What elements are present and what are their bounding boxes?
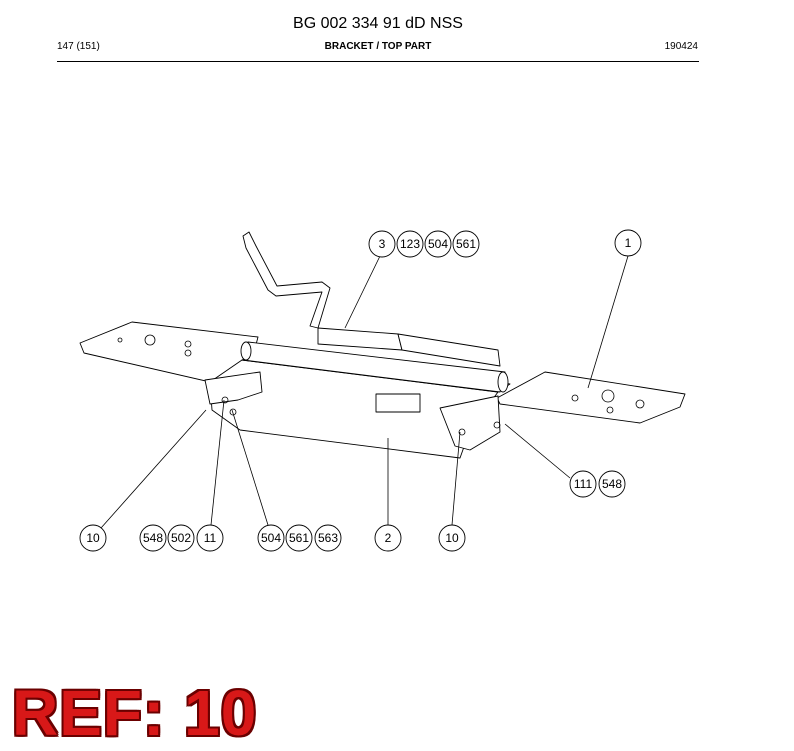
right-bracket xyxy=(439,395,501,451)
crank-handle xyxy=(242,231,331,329)
callout-2 xyxy=(374,524,402,552)
left-bracket xyxy=(204,371,263,405)
hole xyxy=(117,337,123,343)
callout-1 xyxy=(614,229,642,257)
hole xyxy=(601,389,615,403)
date-code: 190424 xyxy=(664,41,698,52)
leader-11 xyxy=(210,399,225,526)
callout-label: 561 xyxy=(456,237,476,251)
callout-10-right xyxy=(438,524,466,552)
leader-3 xyxy=(344,255,381,329)
callout-label: 2 xyxy=(385,531,392,545)
header-rule xyxy=(57,61,699,62)
leader-10-right xyxy=(451,431,461,526)
callout-label: 11 xyxy=(204,531,217,545)
callout-label: 548 xyxy=(143,531,163,545)
callout-label: 3 xyxy=(379,237,386,251)
hinge-bar xyxy=(317,327,403,351)
hole xyxy=(184,340,192,348)
hole xyxy=(184,349,192,357)
tube-end-right xyxy=(497,371,509,393)
callout-10-left xyxy=(79,524,107,552)
right-hinge-link xyxy=(397,333,501,367)
callout-label: 1 xyxy=(625,236,632,250)
callout-label: 123 xyxy=(400,237,420,251)
callout-3 xyxy=(368,230,396,258)
leader-504-bottom xyxy=(231,409,269,526)
callout-label: 10 xyxy=(86,531,100,545)
callout-123 xyxy=(396,230,424,258)
hole xyxy=(221,396,229,404)
callout-label: 561 xyxy=(289,531,309,545)
hole xyxy=(144,334,156,346)
callout-label: 502 xyxy=(171,531,191,545)
callout-548-right xyxy=(598,470,626,498)
callout-label: 504 xyxy=(261,531,281,545)
callout-548-bottom xyxy=(139,524,167,552)
hole xyxy=(493,421,501,429)
tube-end-left xyxy=(240,341,252,361)
part-name: BRACKET / TOP PART xyxy=(324,41,432,52)
page-number: 147 (151) xyxy=(57,41,100,52)
callout-label: 563 xyxy=(318,531,338,545)
leader-111 xyxy=(504,423,571,479)
reference-label: REF: 10 xyxy=(12,677,258,749)
hole xyxy=(229,408,237,416)
leader-10-left xyxy=(100,409,207,529)
right-wing-plate xyxy=(496,371,686,424)
hole xyxy=(635,399,645,409)
body-panel xyxy=(375,393,421,413)
leader-1 xyxy=(587,255,629,389)
callout-label: 10 xyxy=(445,531,459,545)
callout-561-bottom xyxy=(285,524,313,552)
callout-label: 504 xyxy=(428,237,448,251)
callout-563 xyxy=(314,524,342,552)
callout-label: 548 xyxy=(602,477,622,491)
hole xyxy=(571,394,579,402)
callout-561-top xyxy=(452,230,480,258)
callout-label: 111 xyxy=(574,477,593,491)
callout-11 xyxy=(196,524,224,552)
callout-111 xyxy=(569,470,597,498)
callout-504-top xyxy=(424,230,452,258)
document-title: BG 002 334 91 dD NSS xyxy=(293,15,463,32)
callout-502 xyxy=(167,524,195,552)
callout-504-bottom xyxy=(257,524,285,552)
hole xyxy=(458,428,466,436)
hole xyxy=(606,406,614,414)
